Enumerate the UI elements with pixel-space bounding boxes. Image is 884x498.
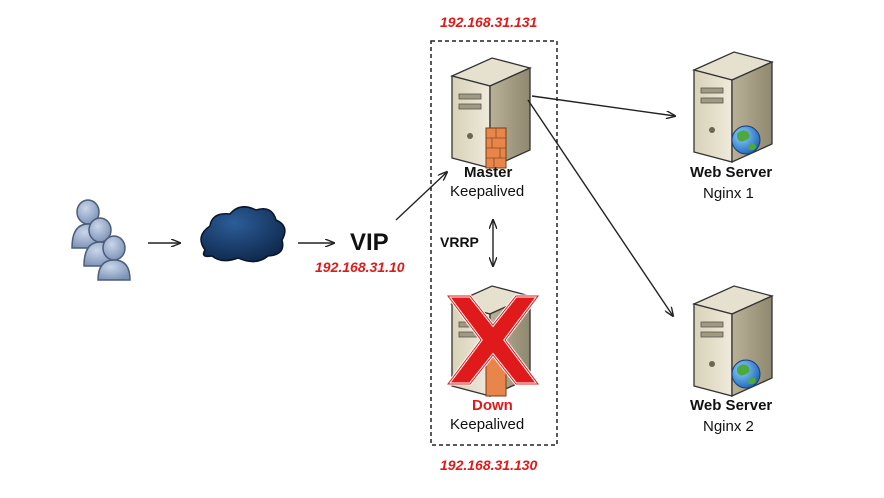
globe-icon [731, 359, 761, 389]
web-server-1-name: Nginx 1 [703, 185, 754, 202]
vrrp-label: VRRP [440, 234, 479, 250]
web-server-2-title: Web Server [690, 397, 773, 414]
backup-ip-label: 192.168.31.130 [440, 457, 538, 473]
vip-ip-label: 192.168.31.10 [315, 259, 405, 275]
master-software-label: Keepalived [450, 183, 525, 200]
red-x-icon [445, 294, 541, 386]
globe-icon [731, 125, 761, 155]
backup-status-label: Down [472, 397, 513, 414]
web-server-1-icon [692, 51, 774, 164]
vip-label: VIP [350, 229, 389, 256]
master-role-label: Master [464, 164, 513, 181]
web-server-2-icon [692, 285, 774, 398]
cloud-icon [200, 206, 286, 263]
firewall-icon [485, 127, 507, 169]
arrow-master-to-nginx1 [531, 95, 675, 116]
keepalived-cluster-box [430, 40, 558, 446]
master-ip-label: 192.168.31.131 [440, 14, 538, 30]
web-server-2-name: Nginx 2 [703, 418, 754, 435]
arrow-vip-to-master [395, 172, 447, 221]
users-icon [71, 199, 131, 281]
master-server-icon [450, 57, 532, 170]
web-server-1-title: Web Server [690, 164, 773, 181]
arrow-master-to-nginx2 [527, 99, 673, 316]
backup-software-label: Keepalived [450, 416, 525, 433]
